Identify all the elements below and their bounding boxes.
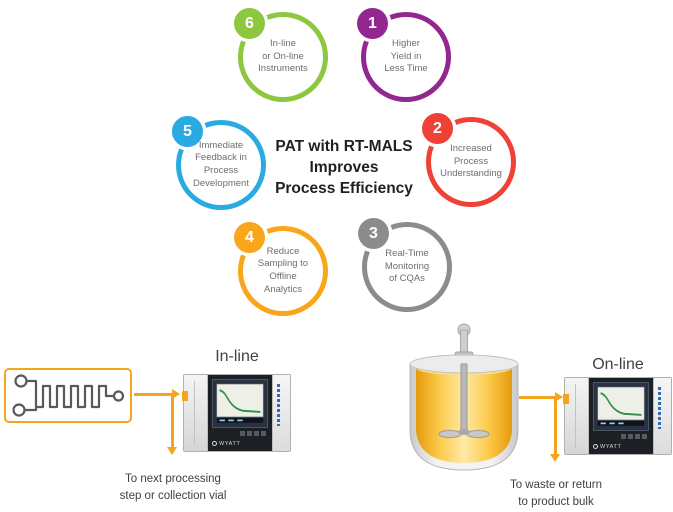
- screen-graph: [216, 383, 264, 423]
- instrument-buttons: [593, 434, 649, 440]
- circle-number-badge: 6: [234, 8, 265, 39]
- impeller-blade-left: [438, 430, 462, 438]
- circle-number-badge: 2: [422, 113, 453, 144]
- online-heading: On-line: [592, 356, 644, 373]
- instrument-front-panel: WYATT: [208, 375, 272, 451]
- impeller-hub: [458, 429, 470, 435]
- instrument-left-face: [563, 378, 589, 454]
- circle-increased-understanding: 2 Increased Process Understanding: [422, 113, 516, 207]
- circle-label: Immediate Feedback in Process Developmen…: [193, 139, 249, 189]
- instrument-brand: WYATT: [212, 439, 268, 448]
- bioreactor-vessel: [409, 323, 519, 471]
- brand-logo-icon: [212, 441, 217, 446]
- flow-line-reactor-to-instrument: [519, 396, 555, 399]
- arrowhead-right-inline: [172, 389, 180, 399]
- microfluidic-chip: [4, 368, 132, 423]
- flow-line-online-down: [554, 398, 557, 454]
- instrument-side-panel: [272, 375, 290, 451]
- instrument-brand: WYATT: [593, 442, 649, 451]
- chip-serpentine-channel: [34, 384, 116, 409]
- arrowhead-down-inline: [167, 447, 177, 455]
- instrument-screen: [593, 382, 649, 431]
- circle-immediate-feedback: 5 Immediate Feedback in Process Developm…: [172, 116, 266, 210]
- circle-number-badge: 1: [357, 8, 388, 39]
- circle-label: Higher Yield in Less Time: [384, 38, 428, 75]
- circle-reduce-sampling: 4 Reduce Sampling to Offline Analytics: [234, 222, 328, 316]
- circle-label: Real-Time Monitoring of CQAs: [384, 248, 430, 285]
- circle-label: Increased Process Understanding: [440, 143, 502, 180]
- brand-name: WYATT: [600, 443, 622, 450]
- face-groove: [194, 381, 195, 445]
- instrument-screen: [212, 379, 268, 428]
- circle-realtime-monitoring: 3 Real-Time Monitoring of CQAs: [358, 218, 452, 312]
- inlet-port: [563, 394, 569, 404]
- face-groove: [575, 384, 576, 448]
- circle-inline-or-online-instruments: 6 In-line or On-line Instruments: [234, 8, 328, 102]
- side-label-marks: [658, 387, 661, 429]
- impeller-blade-right: [466, 430, 490, 438]
- chip-port-bottom: [12, 403, 26, 417]
- chip-port-top: [14, 374, 28, 388]
- instrument-side-panel: [653, 378, 671, 454]
- chip-inlet-top: [25, 379, 38, 388]
- chip-inlet-bottom: [23, 405, 38, 412]
- inlet-port: [182, 391, 188, 401]
- chip-port-outlet: [112, 390, 125, 402]
- mals-instrument-online: WYATT: [563, 377, 672, 455]
- instrument-left-face: [182, 375, 208, 451]
- arrowhead-down-online: [550, 454, 560, 462]
- chip-channel-drawing: [12, 374, 125, 417]
- side-label-marks: [277, 384, 280, 426]
- stirrer-shaft-lower: [460, 363, 468, 431]
- circle-label: Reduce Sampling to Offline Analytics: [257, 245, 309, 295]
- page-title: PAT with RT-MALS Improves Process Effici…: [275, 138, 413, 197]
- instrument-buttons: [212, 431, 268, 437]
- arrowhead-right-online: [555, 392, 563, 402]
- circle-number-badge: 5: [172, 116, 203, 147]
- circle-higher-yield: 1 Higher Yield in Less Time: [357, 8, 451, 102]
- screen-graph: [597, 386, 645, 426]
- brand-logo-icon: [593, 444, 598, 449]
- inline-caption: To next processing step or collection vi…: [119, 473, 227, 502]
- mals-instrument-inline: WYATT: [182, 374, 291, 452]
- flow-line-inline-down: [171, 395, 174, 447]
- brand-name: WYATT: [219, 440, 241, 447]
- flow-line-chip-to-instrument: [134, 393, 172, 396]
- inline-heading: In-line: [215, 348, 259, 365]
- circle-number-badge: 3: [358, 218, 389, 249]
- online-caption: To waste or return to product bulk: [509, 479, 603, 508]
- circle-label: In-line or On-line Instruments: [258, 38, 308, 75]
- instrument-front-panel: WYATT: [589, 378, 653, 454]
- circle-number-badge: 4: [234, 222, 265, 253]
